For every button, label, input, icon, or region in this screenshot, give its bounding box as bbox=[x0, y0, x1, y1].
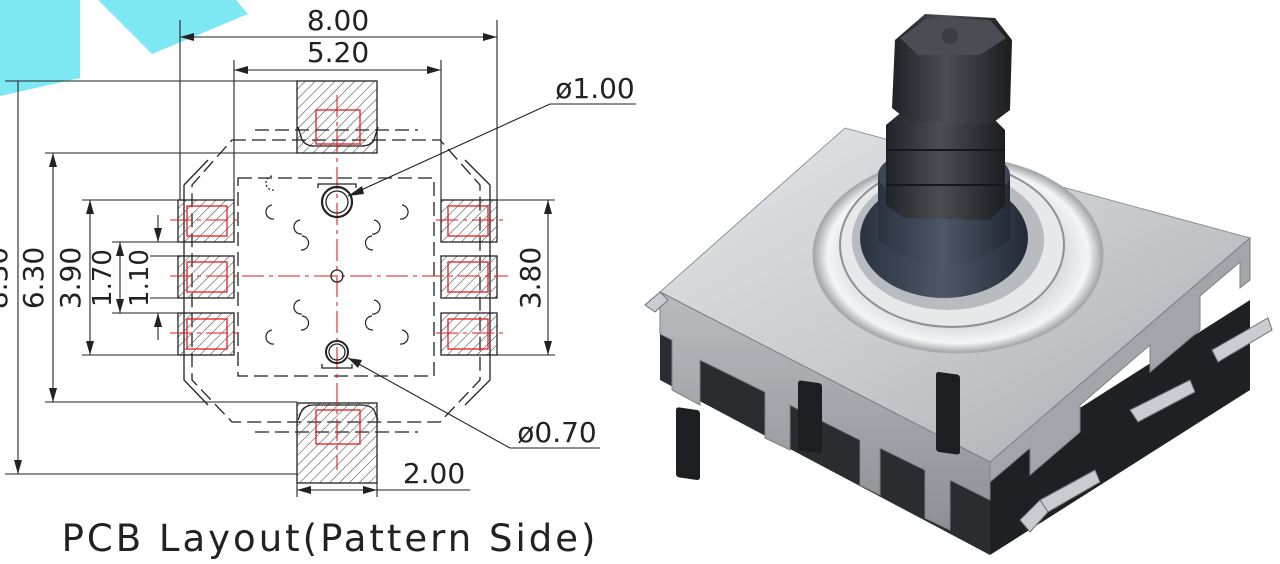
dimension-labels: 8.00 5.20 6.30 3.90 1.70 1.10 3.80 2.00 … bbox=[17, 4, 635, 490]
dim-3-80: 3.80 bbox=[514, 247, 547, 309]
dim-8-00: 8.00 bbox=[307, 4, 369, 37]
cap-texture-mark bbox=[942, 28, 958, 44]
dim-2-00: 2.00 bbox=[403, 457, 465, 490]
cyan-accent-shapes bbox=[0, 0, 248, 96]
dim-1-10: 1.10 bbox=[125, 249, 155, 307]
switch-photo bbox=[644, 14, 1273, 555]
dim-6-30: 6.30 bbox=[17, 247, 50, 309]
lead-outline bbox=[183, 159, 491, 406]
metal-skirt-right bbox=[989, 236, 1251, 484]
metal-skirt-left bbox=[659, 291, 991, 531]
pad-bottom bbox=[296, 402, 379, 484]
body-outline bbox=[191, 129, 481, 433]
pads-right bbox=[440, 199, 498, 356]
dimension-lines bbox=[5, 20, 636, 497]
drawing-caption: PCB Layout(Pattern Side) bbox=[62, 517, 599, 560]
dim-hole-large: ø1.00 bbox=[555, 72, 634, 105]
contact-marks bbox=[265, 175, 409, 345]
solder-legs bbox=[644, 291, 1273, 533]
dim-hole-small: ø0.70 bbox=[517, 416, 596, 449]
pads-left bbox=[177, 199, 235, 356]
mounting-holes bbox=[317, 183, 357, 369]
dim-1-70: 1.70 bbox=[88, 249, 118, 307]
dim-5-20: 5.20 bbox=[307, 36, 369, 69]
stem-hex bbox=[886, 110, 1005, 220]
pcb-drawing: 8.00 5.20 6.30 3.90 1.70 1.10 3.80 2.00 … bbox=[0, 4, 636, 560]
dim-8-30-cut: 8.30 bbox=[0, 247, 14, 309]
arrowheads bbox=[14, 33, 552, 494]
dim-3-90: 3.90 bbox=[54, 247, 87, 309]
plastic-tabs bbox=[676, 371, 960, 480]
